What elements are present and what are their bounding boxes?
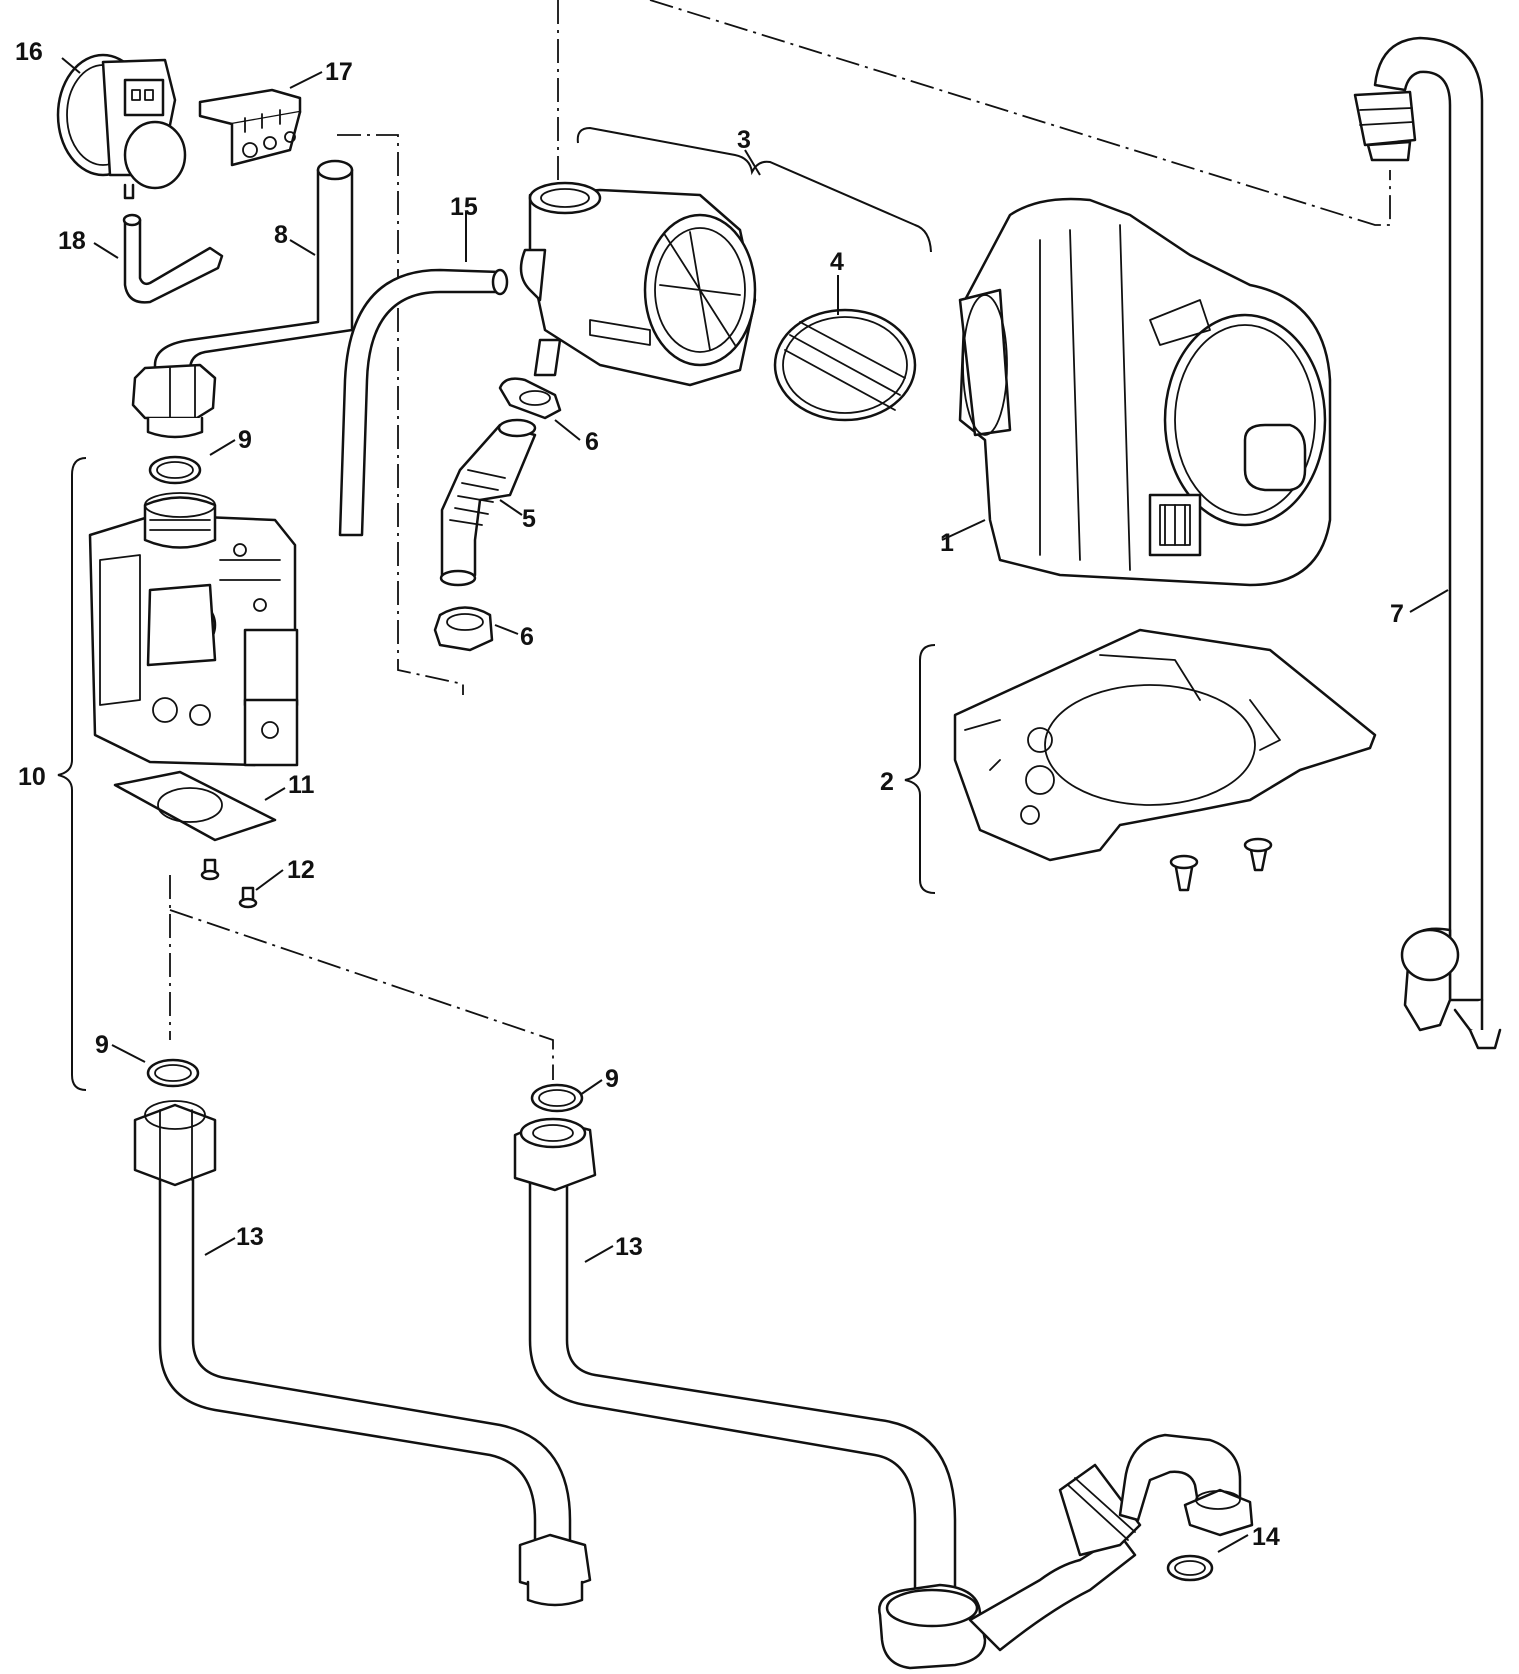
pressure-switch-16 xyxy=(56,53,187,200)
brackets xyxy=(57,126,936,1091)
callout-6-lower: 6 xyxy=(520,623,534,651)
bracket-2 xyxy=(904,644,936,894)
callout-7: 7 xyxy=(1390,600,1404,628)
callout-labels: 16 17 18 8 15 3 4 9 6 5 1 6 7 10 11 2 12… xyxy=(15,38,1404,1551)
callout-16: 16 xyxy=(15,38,43,66)
trap-assembly xyxy=(878,1433,1254,1670)
elbow-hose-18 xyxy=(122,213,224,304)
gasket-11 xyxy=(113,770,277,842)
callout-1: 1 xyxy=(940,529,954,557)
callout-15: 15 xyxy=(450,193,478,221)
washer-9-right xyxy=(530,1083,584,1113)
callout-10: 10 xyxy=(18,763,46,791)
assembly-lines xyxy=(169,0,1391,1080)
washer-9-left xyxy=(146,1058,200,1088)
callout-13-left: 13 xyxy=(236,1223,264,1251)
callout-4: 4 xyxy=(830,248,844,276)
callout-2: 2 xyxy=(880,768,894,796)
long-hose-15 xyxy=(338,268,509,537)
callout-3: 3 xyxy=(737,126,751,154)
hose-clip-6-top xyxy=(498,377,562,420)
bracket-3 xyxy=(576,126,932,253)
leader-lines xyxy=(61,57,1449,1553)
washer-9-top xyxy=(148,455,202,485)
callout-17: 17 xyxy=(325,58,353,86)
air-intake-3 xyxy=(519,181,757,387)
fan-1 xyxy=(958,197,1332,587)
callout-9-left: 9 xyxy=(95,1031,109,1059)
pipe-13-left xyxy=(133,1100,592,1607)
callout-18: 18 xyxy=(58,227,86,255)
hose-clip-6-lower xyxy=(433,606,494,652)
filter-disc-4 xyxy=(773,308,917,422)
washer-14 xyxy=(1166,1554,1214,1582)
callout-12: 12 xyxy=(287,856,315,884)
callout-5: 5 xyxy=(522,505,536,533)
condensate-pipe-7 xyxy=(1353,36,1502,1050)
pipe-13-right xyxy=(513,1117,957,1622)
callout-8: 8 xyxy=(274,221,288,249)
test-nipples-12 xyxy=(200,858,258,909)
gas-valve-10 xyxy=(88,492,299,767)
callout-11: 11 xyxy=(288,771,315,799)
callout-6-top: 6 xyxy=(585,428,599,456)
callout-9-right: 9 xyxy=(605,1065,619,1093)
mounting-plate-2 xyxy=(953,628,1377,862)
gas-tube-8 xyxy=(131,159,354,439)
callout-14: 14 xyxy=(1252,1523,1280,1551)
callout-13-right: 13 xyxy=(615,1233,643,1261)
mounting-clip-17 xyxy=(198,88,302,167)
screws-2 xyxy=(1169,837,1273,892)
corrugated-hose-5 xyxy=(439,418,537,587)
callout-9-top: 9 xyxy=(238,426,252,454)
bracket-10 xyxy=(57,457,87,1091)
